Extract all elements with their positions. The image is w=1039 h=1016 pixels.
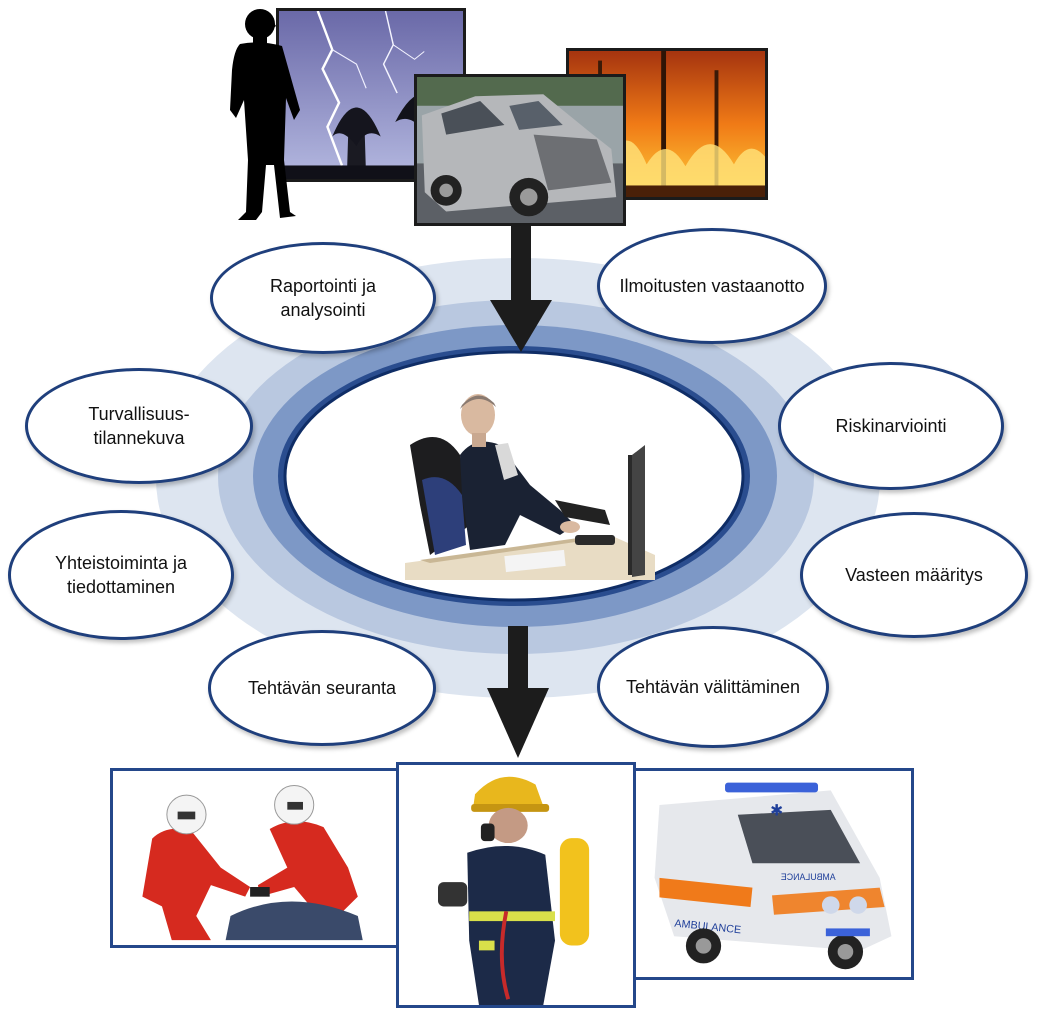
step-label: Tehtävän seuranta xyxy=(236,676,408,700)
step-label: Turvallisuus- tilannekuva xyxy=(76,402,201,451)
firefighter-photo xyxy=(396,762,636,1008)
step-tehtavan-valittaminen: Tehtävän välittäminen xyxy=(597,626,829,748)
step-label: Raportointi ja analysointi xyxy=(258,274,388,323)
ambulance-photo: AMBULANCE AMBULANCE ✱ xyxy=(632,768,914,980)
svg-text:✱: ✱ xyxy=(770,802,783,820)
dispatcher-at-desk-photo xyxy=(400,385,660,585)
step-riskinarviointi: Riskinarviointi xyxy=(778,362,1004,490)
step-label: Yhteistoiminta ja tiedottaminen xyxy=(43,551,199,600)
car-crash-photo xyxy=(414,74,626,226)
step-label: Tehtävän välittäminen xyxy=(614,675,812,699)
rescue-helicopter-crew-photo xyxy=(110,768,400,948)
step-label: Riskinarviointi xyxy=(823,414,958,438)
step-label: Ilmoitusten vastaanotto xyxy=(607,274,816,298)
step-tehtavan-seuranta: Tehtävän seuranta xyxy=(208,630,436,746)
ambulance-hood-text: AMBULANCE xyxy=(781,872,836,882)
step-yhteistoiminta: Yhteistoiminta ja tiedottaminen xyxy=(8,510,234,640)
step-ilmoitusten-vastaanotto: Ilmoitusten vastaanotto xyxy=(597,228,827,344)
step-turvallisuustilannekuva: Turvallisuus- tilannekuva xyxy=(25,368,253,484)
step-label: Vasteen määritys xyxy=(833,563,995,587)
step-vasteen-maaritys: Vasteen määritys xyxy=(800,512,1028,638)
step-raportointi: Raportointi ja analysointi xyxy=(210,242,436,354)
